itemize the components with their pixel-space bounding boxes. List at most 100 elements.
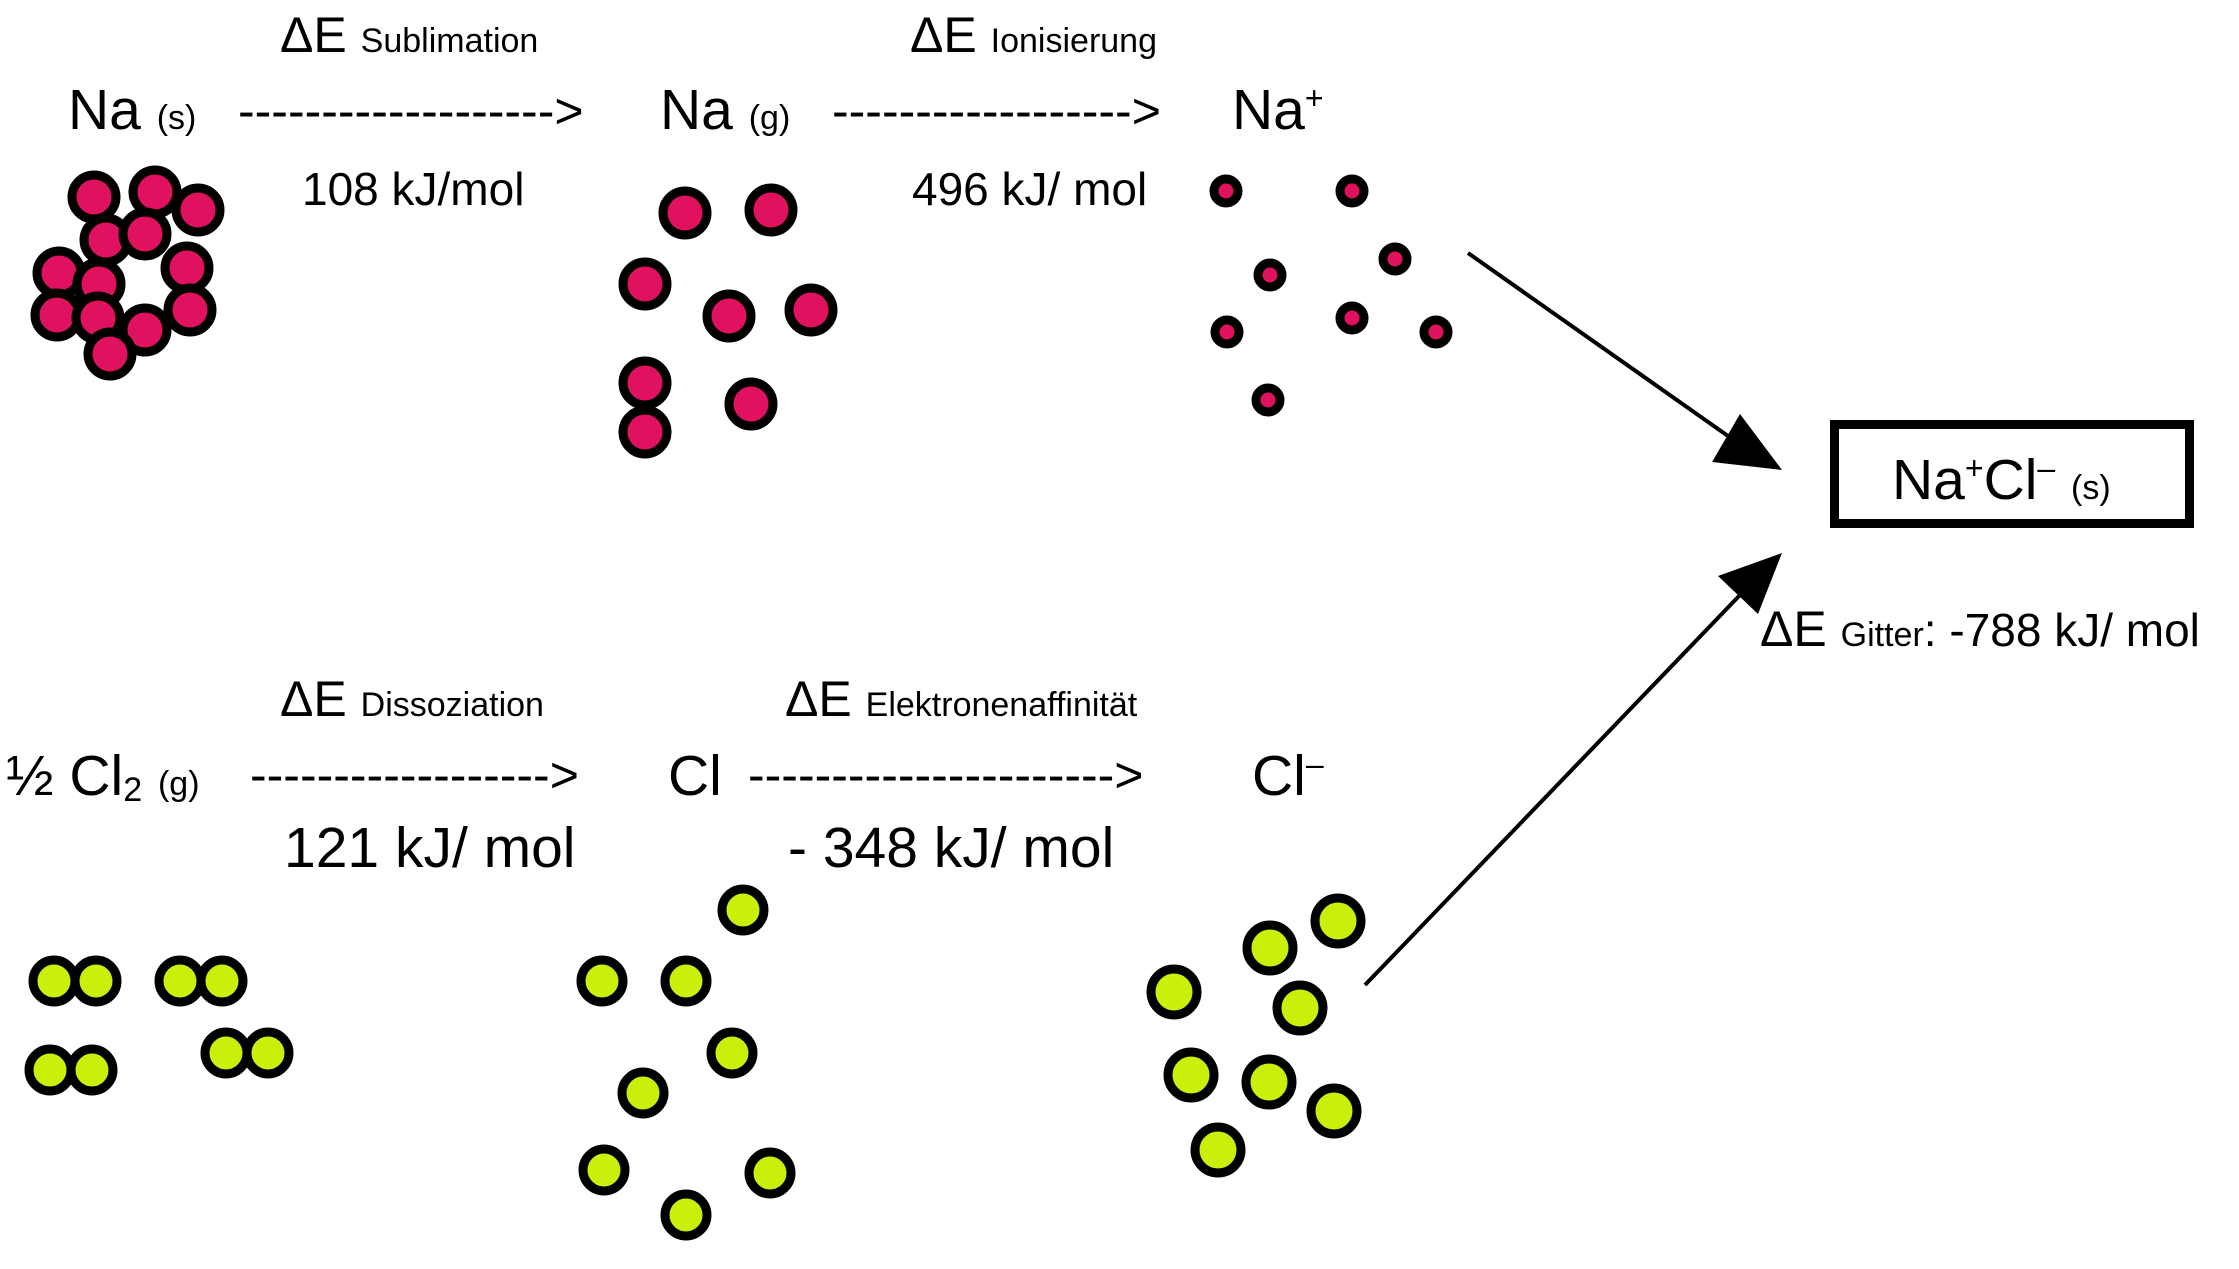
cl2-molecule-atom: [154, 955, 206, 1007]
na-solid-atom: [67, 170, 121, 224]
na-ion: [1209, 174, 1243, 208]
cl2-gas-label: ½ Cl2 (g): [6, 748, 200, 808]
na-ion-label: Na+: [1232, 82, 1324, 139]
na-solid-atom: [118, 207, 172, 261]
elektronenaffinitaet-name: Elektronenaffinität: [865, 686, 1138, 724]
cl2-half: ½: [6, 744, 54, 808]
product-cl: Cl: [1983, 448, 2038, 512]
sublimation-delta-symbol: ΔE: [280, 7, 347, 63]
na-ion: [1210, 315, 1244, 349]
dissoziation-name: Dissoziation: [360, 686, 544, 724]
cl2-state: (g): [157, 765, 200, 803]
cl-ion-charge: –: [1305, 746, 1324, 782]
ionisierung-name: Ionisierung: [990, 22, 1157, 60]
na-solid-atom: [171, 183, 225, 237]
ionisierung-delta-symbol: ΔE: [910, 7, 977, 63]
cl2-molecule-atom: [70, 955, 122, 1007]
lattice-energy: ΔE Gitter: -788 kJ/ mol: [1760, 604, 2200, 654]
arrow-cl-to-product-line: [1363, 593, 1742, 987]
ionisierung-delta: ΔE Ionisierung: [910, 10, 1157, 60]
product-label: Na+Cl– (s): [1892, 452, 2111, 509]
ionisierung-arrow: ------------------>: [832, 83, 1161, 139]
cl-ion-symbol: Cl: [1252, 744, 1306, 808]
na-gas-atom: [618, 405, 672, 459]
na-gas-atom: [744, 183, 798, 237]
sublimation-arrow: ------------------->: [238, 83, 584, 139]
na-gas-atom: [658, 186, 712, 240]
cl-ion: [1310, 893, 1366, 949]
arrow-na-to-product-line: [1466, 251, 1730, 438]
cl-atom: [576, 955, 628, 1007]
sublimation-name: Sublimation: [360, 22, 539, 60]
na-ion: [1335, 174, 1369, 208]
na-solid-label: Na (s): [68, 82, 196, 139]
na-ion: [1251, 383, 1285, 417]
cl-ion: [1306, 1083, 1362, 1139]
product-na: Na: [1892, 448, 1965, 512]
na-gas-atom: [724, 377, 778, 431]
cl-ion-label: Cl–: [1252, 748, 1324, 805]
cl-ion: [1163, 1047, 1219, 1103]
na-solid-symbol: Na: [68, 78, 141, 142]
dissoziation-delta: ΔE Dissoziation: [280, 674, 544, 724]
cl2-subscript: 2: [123, 771, 143, 809]
na-gas-atom: [702, 289, 756, 343]
particles-group: [24, 165, 1453, 1241]
na-gas-symbol: Na: [660, 78, 733, 142]
dissoziation-arrow: ------------------>: [250, 747, 579, 803]
cl-atom: [617, 1067, 669, 1119]
na-ion-symbol: Na: [1232, 78, 1305, 142]
na-gas-atom: [618, 356, 672, 410]
cl-atom: [660, 955, 712, 1007]
na-solid-atom: [163, 283, 217, 337]
cl-ion: [1242, 920, 1298, 976]
cl-atom: [660, 1189, 712, 1241]
product-cl-charge: –: [2037, 450, 2056, 486]
cl-ion: [1272, 980, 1328, 1036]
ionisierung-value: 496 kJ/ mol: [912, 163, 1148, 215]
lattice-delta-symbol: ΔE: [1760, 601, 1827, 657]
na-solid-atom: [128, 165, 182, 219]
cl2-molecule-atom: [242, 1027, 294, 1079]
na-ion: [1253, 258, 1287, 292]
na-ion: [1335, 301, 1369, 335]
cl-ion: [1241, 1054, 1297, 1110]
na-ion: [1419, 315, 1453, 349]
arrow-na-to-product-head: [1712, 414, 1782, 470]
na-solid-atom: [83, 327, 137, 381]
product-na-charge: +: [1964, 450, 1984, 486]
elektronenaffinitaet-delta: ΔE Elektronenaffinität: [785, 674, 1137, 724]
na-solid-state: (s): [156, 99, 197, 137]
cl2-molecule-atom: [28, 955, 80, 1007]
cl-atom: [744, 1147, 796, 1199]
sublimation-delta: ΔE Sublimation: [280, 10, 538, 60]
na-gas-state: (g): [748, 99, 791, 137]
dissoziation-delta-symbol: ΔE: [280, 671, 347, 727]
na-ion: [1378, 242, 1412, 276]
lattice-value: : -788 kJ/ mol: [1923, 604, 2200, 656]
cl-atom-label: Cl: [668, 744, 722, 808]
arrow-cl-to-product-head: [1718, 553, 1782, 614]
cl-atom: [717, 884, 769, 936]
elektronenaffinitaet-value: - 348 kJ/ mol: [788, 816, 1115, 880]
cl2-molecule-atom: [66, 1044, 118, 1096]
lattice-name: Gitter: [1840, 616, 1924, 654]
cl-ion: [1190, 1122, 1246, 1178]
cl2-molecule-atom: [196, 955, 248, 1007]
cl2-symbol: Cl: [69, 744, 124, 808]
na-gas-atom: [618, 257, 672, 311]
product-box: [1830, 420, 2194, 528]
cl-ion: [1146, 964, 1202, 1020]
na-gas-atom: [784, 283, 838, 337]
na-solid-atom: [160, 241, 214, 295]
na-solid-atom: [118, 303, 172, 357]
cl2-molecule-atom: [24, 1044, 76, 1096]
elektronenaffinitaet-arrow: ---------------------->: [748, 747, 1144, 803]
elektronenaffinitaet-delta-symbol: ΔE: [785, 671, 852, 727]
cl2-molecule-atom: [200, 1027, 252, 1079]
product-state: (s): [2071, 469, 2111, 507]
dissoziation-value: 121 kJ/ mol: [284, 816, 576, 880]
sublimation-value: 108 kJ/mol: [302, 163, 525, 215]
na-gas-label: Na (g): [660, 82, 790, 139]
